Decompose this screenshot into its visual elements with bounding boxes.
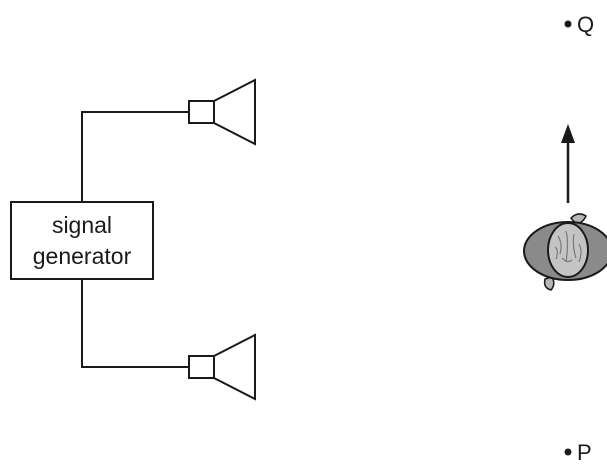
loudspeaker-lower-cone: [213, 333, 256, 401]
person-head-icon: [523, 213, 607, 291]
loudspeaker-upper-cone: [213, 78, 256, 146]
point-p: P: [564, 440, 592, 465]
loudspeaker-upper-body: [188, 100, 215, 124]
direction-arrow: [561, 124, 575, 203]
signal-generator-label-line2: generator: [33, 243, 132, 269]
wire-upper: [81, 111, 189, 202]
signal-generator: signal generator: [10, 201, 154, 280]
person-head: [547, 222, 589, 278]
point-p-label: P: [577, 440, 592, 465]
person-ear-bottom: [543, 276, 555, 291]
direction-arrow-head: [561, 124, 575, 143]
wire-lower: [81, 279, 189, 368]
point-q: Q: [564, 12, 594, 37]
person-hair-texture: [554, 230, 582, 263]
loudspeaker-lower-body: [188, 355, 215, 379]
loudspeaker-upper: [188, 78, 256, 146]
loudspeaker-lower: [188, 333, 256, 401]
point-q-label: Q: [577, 12, 594, 37]
signal-generator-box: [10, 201, 154, 280]
point-p-dot: [564, 448, 572, 456]
signal-generator-label-line1: signal: [52, 212, 112, 238]
point-q-dot: [564, 20, 572, 28]
